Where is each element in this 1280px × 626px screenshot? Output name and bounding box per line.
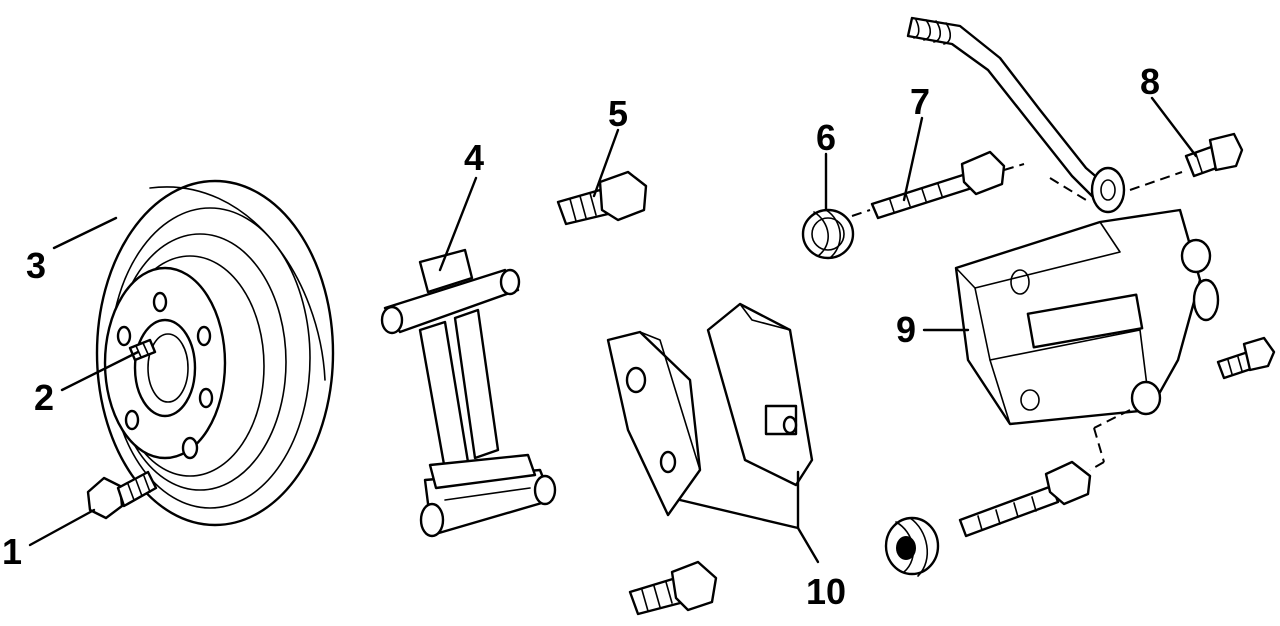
callout-7: 7 bbox=[910, 81, 930, 122]
guide-pin-upper bbox=[851, 150, 1025, 220]
leader-5 bbox=[592, 128, 620, 198]
leader-7 bbox=[902, 116, 924, 202]
callout-8: 8 bbox=[1140, 61, 1160, 102]
lower-carrier-bolt bbox=[628, 560, 718, 616]
callout-10: 10 bbox=[806, 571, 846, 612]
callout-1: 1 bbox=[2, 531, 22, 572]
leader-4 bbox=[438, 176, 478, 272]
leader-10c bbox=[796, 526, 820, 564]
leader-10a bbox=[678, 498, 800, 530]
brake-disc bbox=[95, 179, 335, 527]
brake-hose bbox=[906, 16, 1126, 214]
guide-pin-boot-lower bbox=[884, 516, 940, 577]
wheel-bolt bbox=[86, 470, 158, 520]
brake-pad-outer bbox=[606, 330, 702, 517]
callout-2: 2 bbox=[34, 377, 54, 418]
caliper-housing bbox=[954, 171, 1220, 471]
leader-1 bbox=[28, 508, 96, 547]
caliper-carrier bbox=[380, 248, 557, 538]
locating-screw bbox=[128, 338, 157, 362]
leader-8 bbox=[1150, 96, 1198, 158]
callout-5: 5 bbox=[608, 93, 628, 134]
callout-3: 3 bbox=[26, 245, 46, 286]
brake-pad-inner bbox=[706, 302, 814, 487]
guide-pin-boot bbox=[801, 208, 855, 260]
callout-6: 6 bbox=[816, 117, 836, 158]
guide-pin-lower bbox=[958, 460, 1092, 538]
caliper-bolt-right bbox=[1216, 336, 1276, 380]
callout-9: 9 bbox=[896, 309, 916, 350]
leader-3 bbox=[52, 216, 118, 250]
leader-2 bbox=[60, 350, 140, 392]
carrier-bolt bbox=[556, 170, 648, 226]
callout-4: 4 bbox=[464, 137, 484, 178]
